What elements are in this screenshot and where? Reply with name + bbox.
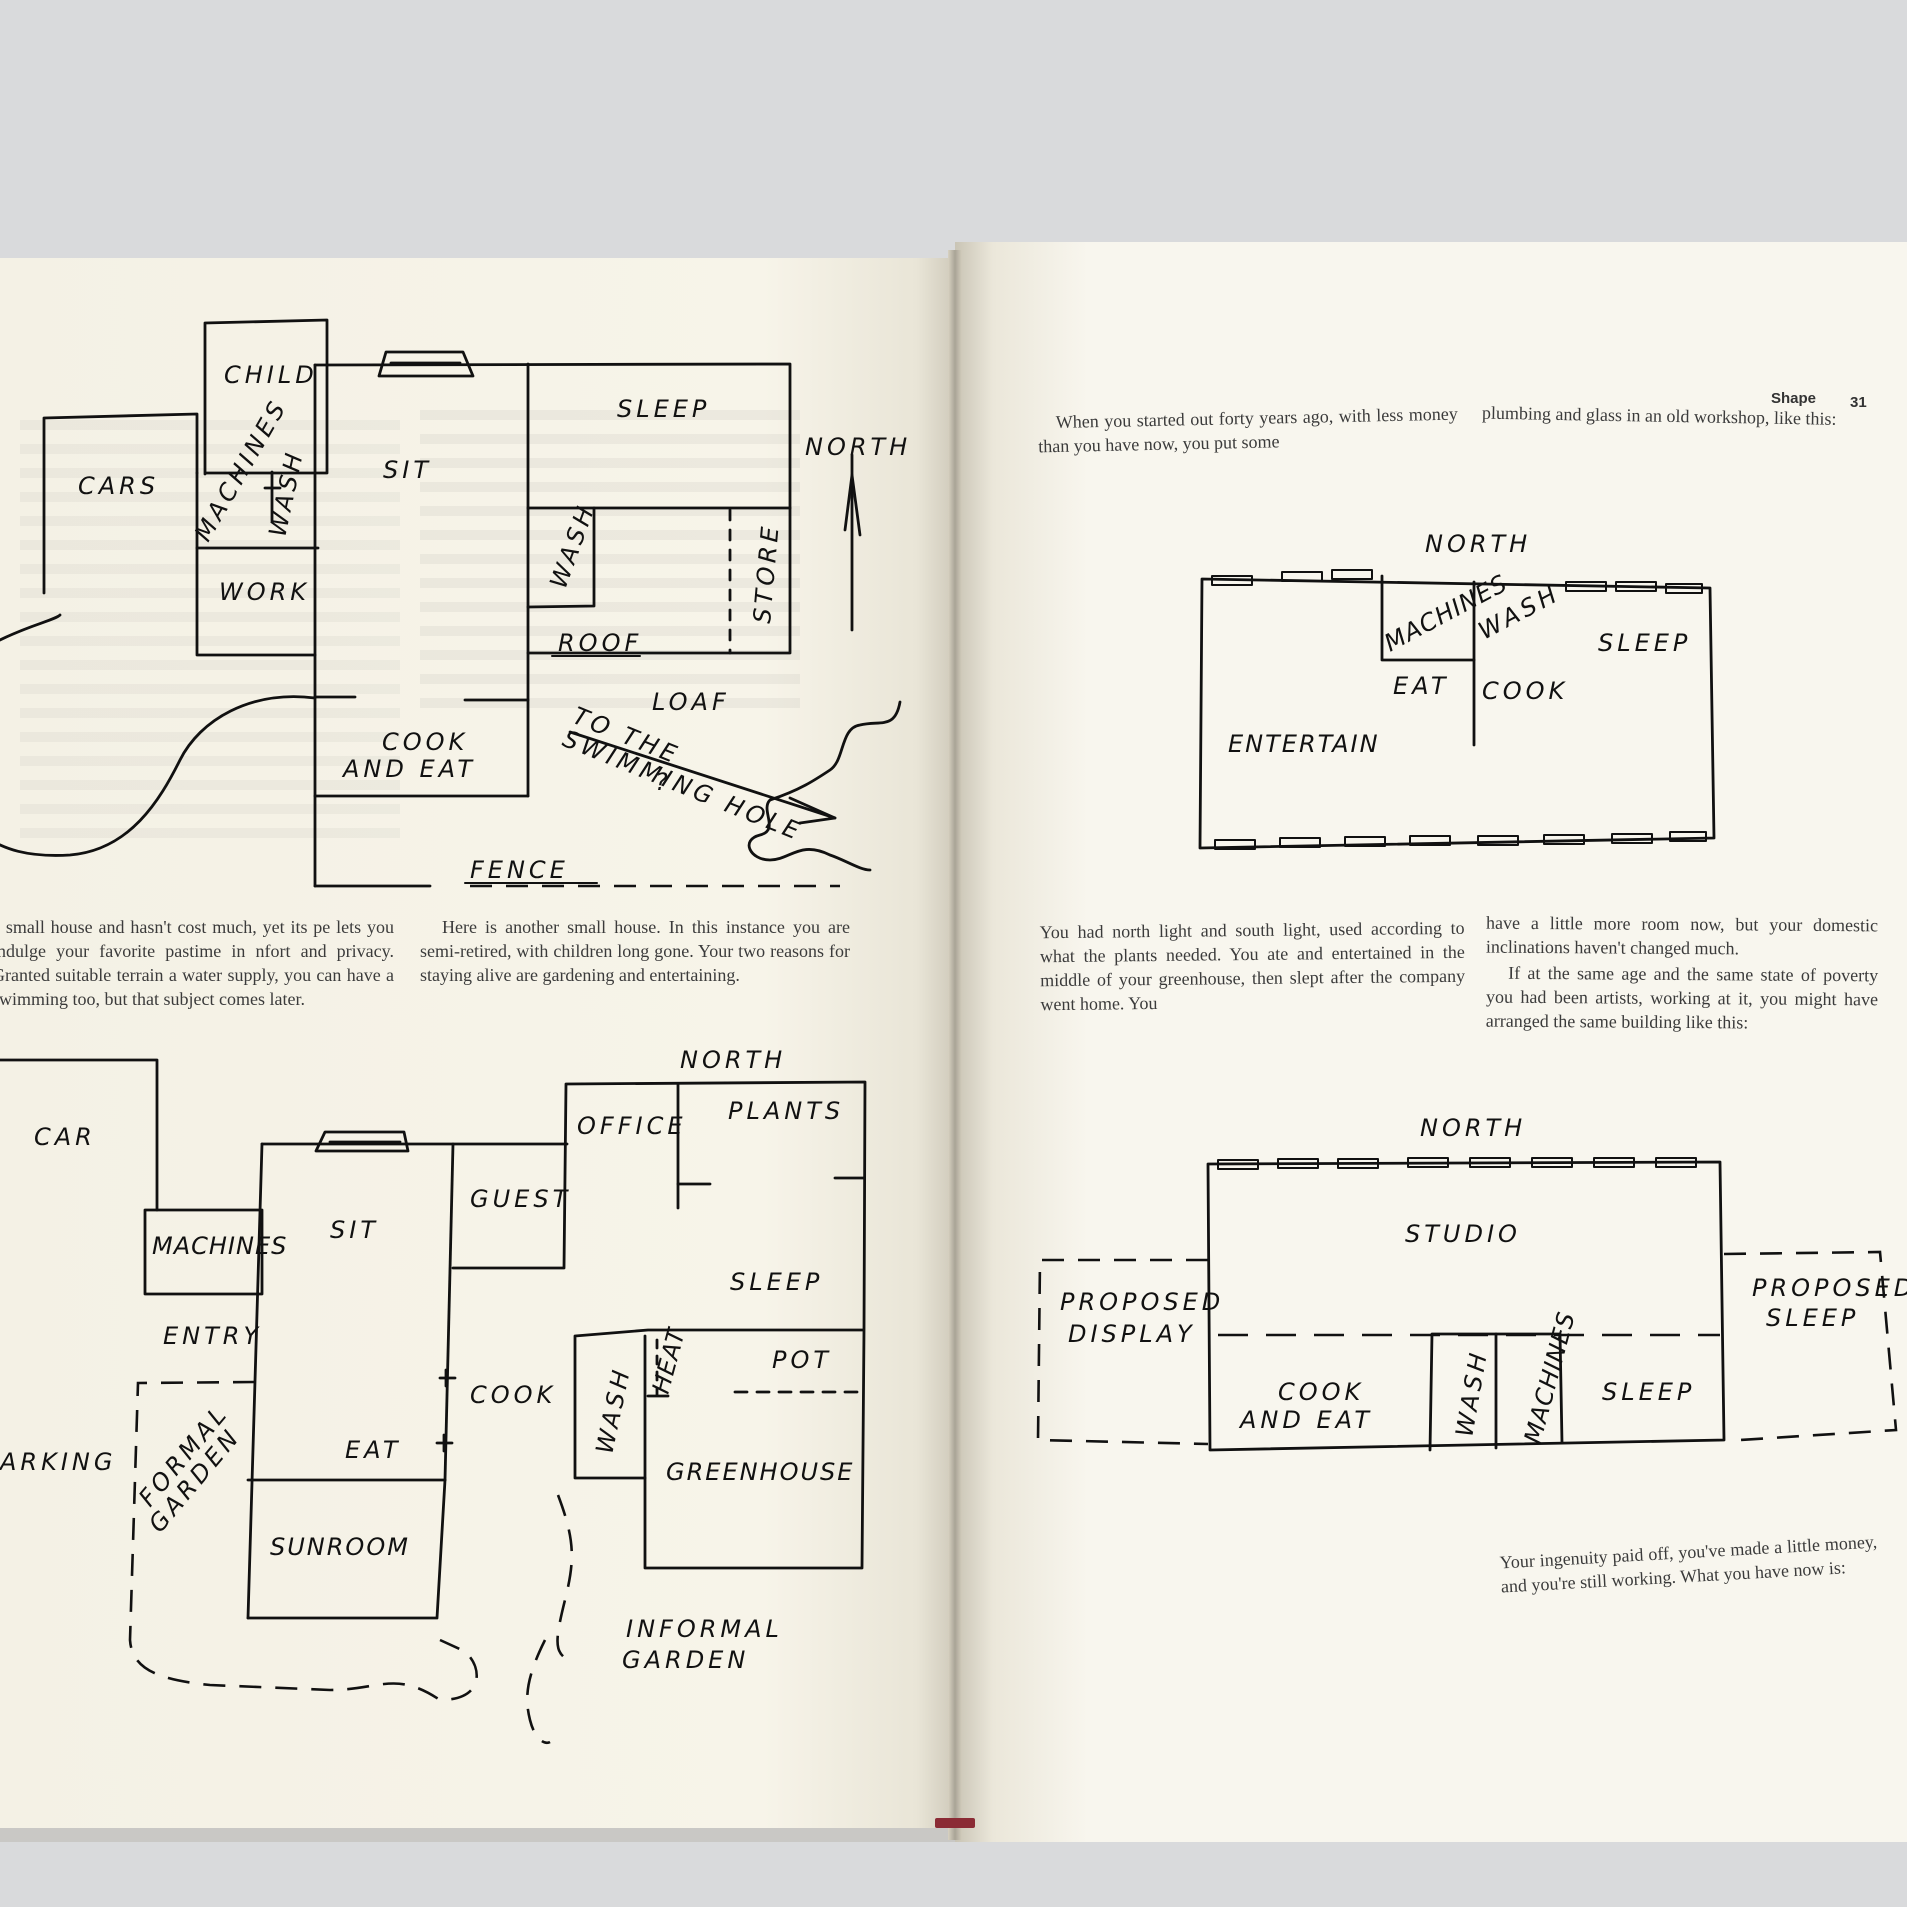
label-proposed-display-2: DISPLAY (1068, 1320, 1196, 1348)
label-north: NORTH (1420, 1114, 1526, 1142)
label-eat: EAT (345, 1436, 402, 1464)
label-wash-a: WASH (263, 447, 309, 539)
label-proposed-sleep-1: PROPOSED (1752, 1274, 1907, 1302)
label-and-eat: AND EAT (341, 755, 476, 783)
bleed-through-text (420, 410, 800, 710)
label-informal-garden: GARDEN (622, 1646, 749, 1674)
bleed-through-text (20, 420, 400, 840)
label-cook: COOK (1482, 677, 1568, 705)
label-cook: COOK (470, 1381, 556, 1409)
label-machines: MACHINES (152, 1232, 287, 1260)
label-loaf: LOAF (652, 688, 730, 716)
book-spine-edge (935, 1818, 975, 1828)
label-north: NORTH (680, 1046, 786, 1074)
label-entertain: ENTERTAIN (1228, 730, 1380, 758)
label-sleep: SLEEP (617, 395, 710, 423)
label-greenhouse: GREENHOUSE (666, 1458, 854, 1486)
label-north: NORTH (805, 433, 911, 461)
window-marks-studio (1217, 1157, 1697, 1170)
window-marks-bottom (1214, 831, 1707, 850)
label-and-eat: AND EAT (1238, 1406, 1373, 1434)
label-studio: STUDIO (1405, 1220, 1521, 1248)
label-north: NORTH (1425, 530, 1531, 558)
label-sit: SIT (383, 456, 432, 484)
label-cook: COOK (382, 728, 468, 756)
label-roof: ROOF (558, 629, 642, 657)
label-parking: ARKING (0, 1448, 116, 1476)
running-header-title: Shape (1771, 390, 1817, 407)
label-guest: GUEST (470, 1185, 571, 1213)
right-page (955, 242, 1907, 1842)
label-store: STORE (748, 522, 785, 625)
label-eat: EAT (1393, 672, 1450, 700)
label-proposed-sleep-2: SLEEP (1766, 1304, 1859, 1332)
label-wash: WASH (590, 1364, 636, 1456)
label-work: WORK (219, 578, 310, 606)
plan-bottom-left: NORTH CAR OFFICE PLANTS MACHINES SIT GUE… (0, 1046, 867, 1745)
plan-right-greenhouse: NORTH MACHINES WASH SLEEP EAT COOK ENTER… (1198, 530, 1716, 850)
label-sit: SIT (330, 1216, 379, 1244)
label-office: OFFICE (577, 1112, 687, 1140)
left-paragraph-small-house: Here is another small house. In this ins… (420, 917, 850, 985)
left-page (0, 258, 955, 1828)
label-question: ? (655, 768, 672, 796)
window-marks-top (1211, 569, 1703, 594)
label-informal: INFORMAL (626, 1615, 783, 1643)
label-machines: MACHINES (1519, 1309, 1581, 1447)
label-cook: COOK (1278, 1378, 1364, 1406)
label-heat: HEAT (647, 1324, 692, 1397)
page-number: 31 (1850, 394, 1867, 411)
label-wash: WASH (1450, 1347, 1493, 1439)
book-gutter (948, 250, 962, 1840)
label-sleep: SLEEP (1598, 629, 1691, 657)
label-sleep: SLEEP (1602, 1378, 1695, 1406)
plan-top-left: CHILD CARS SIT SLEEP NORTH MACHINES WASH… (0, 318, 911, 888)
label-child: CHILD (224, 361, 318, 389)
label-car: CAR (34, 1123, 96, 1151)
plan-right-studio: NORTH STUDIO PROPOSED DISPLAY PROPOSED S… (1036, 1114, 1907, 1452)
label-sunroom: SUNROOM (270, 1533, 410, 1561)
label-entry: ENTRY (163, 1322, 262, 1350)
label-plants: PLANTS (728, 1097, 844, 1125)
label-proposed-display-1: PROPOSED (1060, 1288, 1224, 1316)
label-wash-b: WASH (544, 500, 600, 592)
label-cars: CARS (78, 472, 159, 500)
left-paragraph-continued: a small house and hasn't cost much, yet … (0, 917, 394, 1009)
label-pot: POT (772, 1346, 832, 1374)
label-sleep: SLEEP (730, 1268, 823, 1296)
label-fence: FENCE (470, 856, 569, 884)
